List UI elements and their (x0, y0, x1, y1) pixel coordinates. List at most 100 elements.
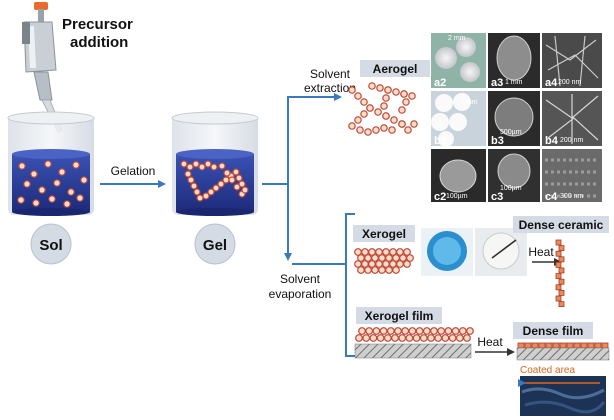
xerogel-film-particle (398, 334, 407, 342)
gel-particle (228, 176, 236, 184)
aerogel-particle (410, 120, 418, 128)
gel-particle (207, 188, 215, 196)
dense-ceramic-grain (558, 245, 565, 252)
panel-c4 (542, 149, 602, 202)
xerogel-film-particle (441, 334, 450, 342)
sol-particles (17, 160, 88, 208)
xerogel-photos (421, 228, 527, 276)
dense-film-grain (601, 342, 609, 349)
xerogel-film-particle (358, 327, 366, 335)
panel-label-c2: c2 (434, 191, 446, 203)
xerogel-film-particle (383, 334, 392, 342)
xerogel-film-particle (415, 327, 424, 335)
dense-film-grain (587, 342, 595, 349)
gel-particle (180, 160, 188, 168)
xerogel-film-particle (405, 334, 414, 342)
sol-particle (72, 161, 80, 169)
xerogel-film-label: Xerogel film (365, 309, 434, 323)
aerogel-particle-network (348, 82, 418, 136)
gel-particle (202, 192, 210, 200)
dense-ceramic-grain (558, 278, 565, 285)
aerogel-particle (348, 122, 356, 130)
dense-ceramic-grain (555, 284, 562, 291)
aerogel-label: Aerogel (373, 62, 418, 76)
heat-label-film: Heat (477, 335, 503, 349)
aerogel-particle (398, 106, 406, 114)
aerogel-particle (364, 128, 372, 136)
gel-particle (210, 163, 218, 171)
gelation-label: Gelation (111, 164, 156, 178)
panel-label-a3: a3 (491, 77, 503, 89)
coated-area-photo (518, 376, 606, 416)
sol-particle (18, 162, 26, 170)
dense-film-label: Dense film (523, 324, 584, 338)
xerogel-branch-bracket (345, 213, 355, 357)
xerogel-film-particle (394, 327, 402, 335)
gel-badge: Gel (194, 223, 236, 265)
sol-particle (63, 200, 71, 208)
xerogel-particle (403, 248, 411, 256)
xerogel-particle (392, 266, 400, 274)
dense-ceramic-grain (555, 250, 562, 257)
sol-particle (67, 188, 75, 196)
aerogel-particle (380, 124, 388, 132)
sol-particle (30, 170, 38, 178)
aerogel-particle (376, 84, 384, 92)
dense-ceramic-grain (558, 256, 565, 263)
aerogel-particle (398, 120, 406, 128)
gel-particle (232, 168, 240, 176)
precursor-label-line2: addition (70, 34, 128, 51)
xerogel-film-particle (365, 327, 374, 335)
xerogel-particle (364, 266, 372, 274)
gel-particle (218, 162, 226, 170)
aerogel-particle (408, 92, 416, 100)
xerogel-particle (385, 266, 393, 274)
xerogel-film-particle (451, 327, 460, 335)
solvent-evaporation-line1: Solvent (280, 272, 321, 286)
scale-label-a2: 2 mm (448, 35, 466, 42)
aerogel-particle (356, 126, 364, 134)
scale-label-b3: 500µm (500, 129, 522, 136)
panel-label-b4: b4 (545, 135, 559, 147)
xerogel-film-particle (391, 334, 399, 342)
aerogel-particle (372, 126, 380, 134)
dense-film-grain (524, 342, 532, 349)
xerogel-film-particle (437, 327, 446, 335)
sol-particle (58, 168, 66, 176)
xerogel-particle-network (354, 248, 414, 274)
dense-film-grain (594, 342, 602, 349)
panel-label-a2: a2 (434, 77, 446, 89)
panel-label-a4: a4 (545, 77, 558, 89)
sol-particle (38, 186, 46, 194)
gel-particle (223, 169, 231, 177)
gel-particle (217, 180, 225, 188)
aerogel-particle (382, 112, 390, 120)
dense-ceramic-grain (558, 289, 565, 296)
xerogel-film-badge: Xerogel film (356, 307, 442, 324)
sol-label: Sol (39, 237, 62, 254)
gel-particle (241, 186, 249, 194)
xerogel-film-substrate (354, 343, 472, 359)
aerogel-particle (366, 104, 374, 112)
xerogel-film-particle (372, 327, 381, 335)
sol-badge: Sol (30, 223, 72, 265)
scale-label-a3: 1 mm (505, 79, 523, 86)
gel-particle (184, 170, 192, 178)
xerogel-film-particles (355, 327, 474, 342)
aerogel-particle (374, 108, 382, 116)
gel-particle (192, 160, 200, 168)
dense-film-grain (559, 342, 567, 349)
dense-film-grain (566, 342, 574, 349)
gel-particle (190, 182, 198, 190)
xerogel-film-particle (408, 327, 417, 335)
dense-ceramic-grain (555, 295, 562, 302)
xerogel-film-particle (376, 334, 385, 342)
aerogel-particle (404, 126, 412, 134)
xerogel-film-particle (444, 327, 453, 335)
xerogel-film-particle (427, 334, 435, 342)
aerogel-particle (348, 86, 356, 94)
scale-label-c3: 100µm (500, 185, 522, 192)
gel-particle (235, 174, 243, 182)
sol-particle (76, 194, 84, 202)
